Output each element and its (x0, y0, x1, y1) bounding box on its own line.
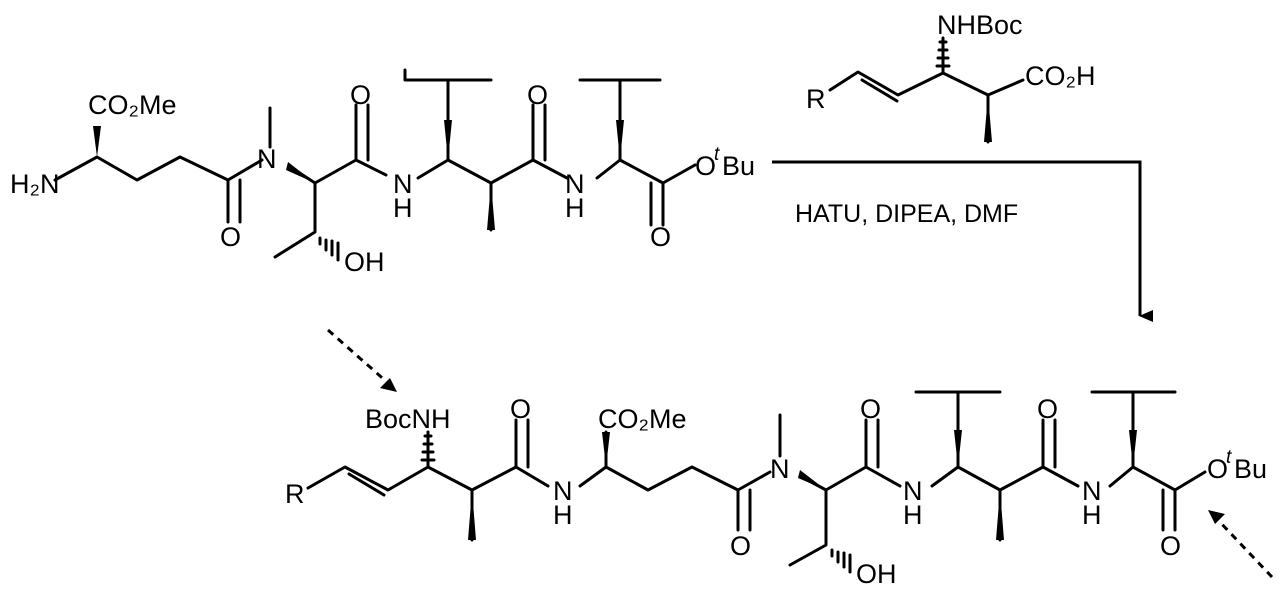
carbonyl-oxygen: O (527, 80, 548, 110)
amide-h-atom: H (903, 500, 923, 530)
butyl-label: Bu (1234, 454, 1267, 484)
hash-bond (830, 548, 852, 574)
dashed-arrow-right (1208, 510, 1274, 579)
amine-label: H₂N (10, 169, 59, 199)
reagents-label: HATU, DIPEA, DMF (795, 200, 1018, 228)
amide-h-atom: H (553, 500, 573, 530)
amide-n-atom: N (565, 169, 585, 199)
hash-bond (420, 434, 436, 462)
nhboc-label: NHBoc (937, 10, 1023, 40)
wedge-bond (984, 95, 992, 142)
bocnh-label: BocNH (365, 404, 451, 434)
r-group-label: R (806, 84, 826, 114)
r-group-label: R (285, 479, 305, 509)
hydroxyl-label: OH (344, 247, 385, 277)
wedge-bond (602, 432, 610, 467)
dashed-arrow-left (327, 328, 397, 392)
carbonyl-oxygen: O (730, 531, 751, 561)
wedge-bond (468, 490, 476, 540)
hash-bond (935, 40, 951, 68)
carbonyl-oxygen: O (1037, 394, 1058, 424)
amide-n-atom: N (903, 476, 923, 506)
wedge-bond (616, 120, 624, 160)
carbonyl-oxygen: O (350, 80, 371, 110)
wedge-bond (487, 183, 495, 230)
amide-n-atom: N (553, 476, 573, 506)
wedge-bond (93, 126, 101, 157)
acid-label: CO₂H (1025, 61, 1095, 91)
ester-label: CO₂Me (598, 404, 687, 434)
ester-oxygen: O (1207, 454, 1228, 484)
hash-bond (318, 236, 340, 262)
product-peptide: BocNH R O N H CO₂Me O N O N H OH O N H O… (285, 390, 1267, 589)
amide-n-atom: N (1082, 476, 1102, 506)
wedge-bond (954, 430, 962, 467)
reaction-arrow: HATU, DIPEA, DMF (772, 160, 1153, 322)
carbonyl-oxygen: O (220, 222, 241, 252)
ester-label: CO₂Me (88, 90, 177, 120)
reactant-acid: NHBoc R CO₂H (806, 10, 1095, 144)
amide-h-atom: H (1082, 500, 1102, 530)
hydroxyl-label: OH (856, 559, 897, 589)
butyl-label: Bu (722, 151, 755, 181)
amide-n-atom: N (393, 169, 413, 199)
amide-h-atom: H (393, 193, 413, 223)
carbonyl-oxygen: O (860, 394, 881, 424)
wedge-bond (996, 490, 1004, 540)
wedge-bond (286, 162, 315, 183)
ester-oxygen: O (695, 151, 716, 181)
tert-prefix: t (1226, 447, 1232, 468)
wedge-bond (444, 120, 452, 160)
n-methyl-atom: N (770, 454, 790, 484)
amide-h-atom: H (565, 193, 585, 223)
reactant-peptide: CO₂Me H₂N N O O N H OH O N H O O t Bu (10, 68, 755, 277)
carbonyl-oxygen: O (1160, 531, 1181, 561)
n-methyl-atom: N (257, 144, 277, 174)
wedge-bond (1129, 430, 1137, 467)
wedge-bond (798, 470, 826, 490)
carbonyl-oxygen: O (650, 222, 671, 252)
tert-prefix: t (714, 144, 720, 165)
reactant-acid-bonds (828, 36, 1025, 144)
carbonyl-oxygen: O (510, 394, 531, 424)
